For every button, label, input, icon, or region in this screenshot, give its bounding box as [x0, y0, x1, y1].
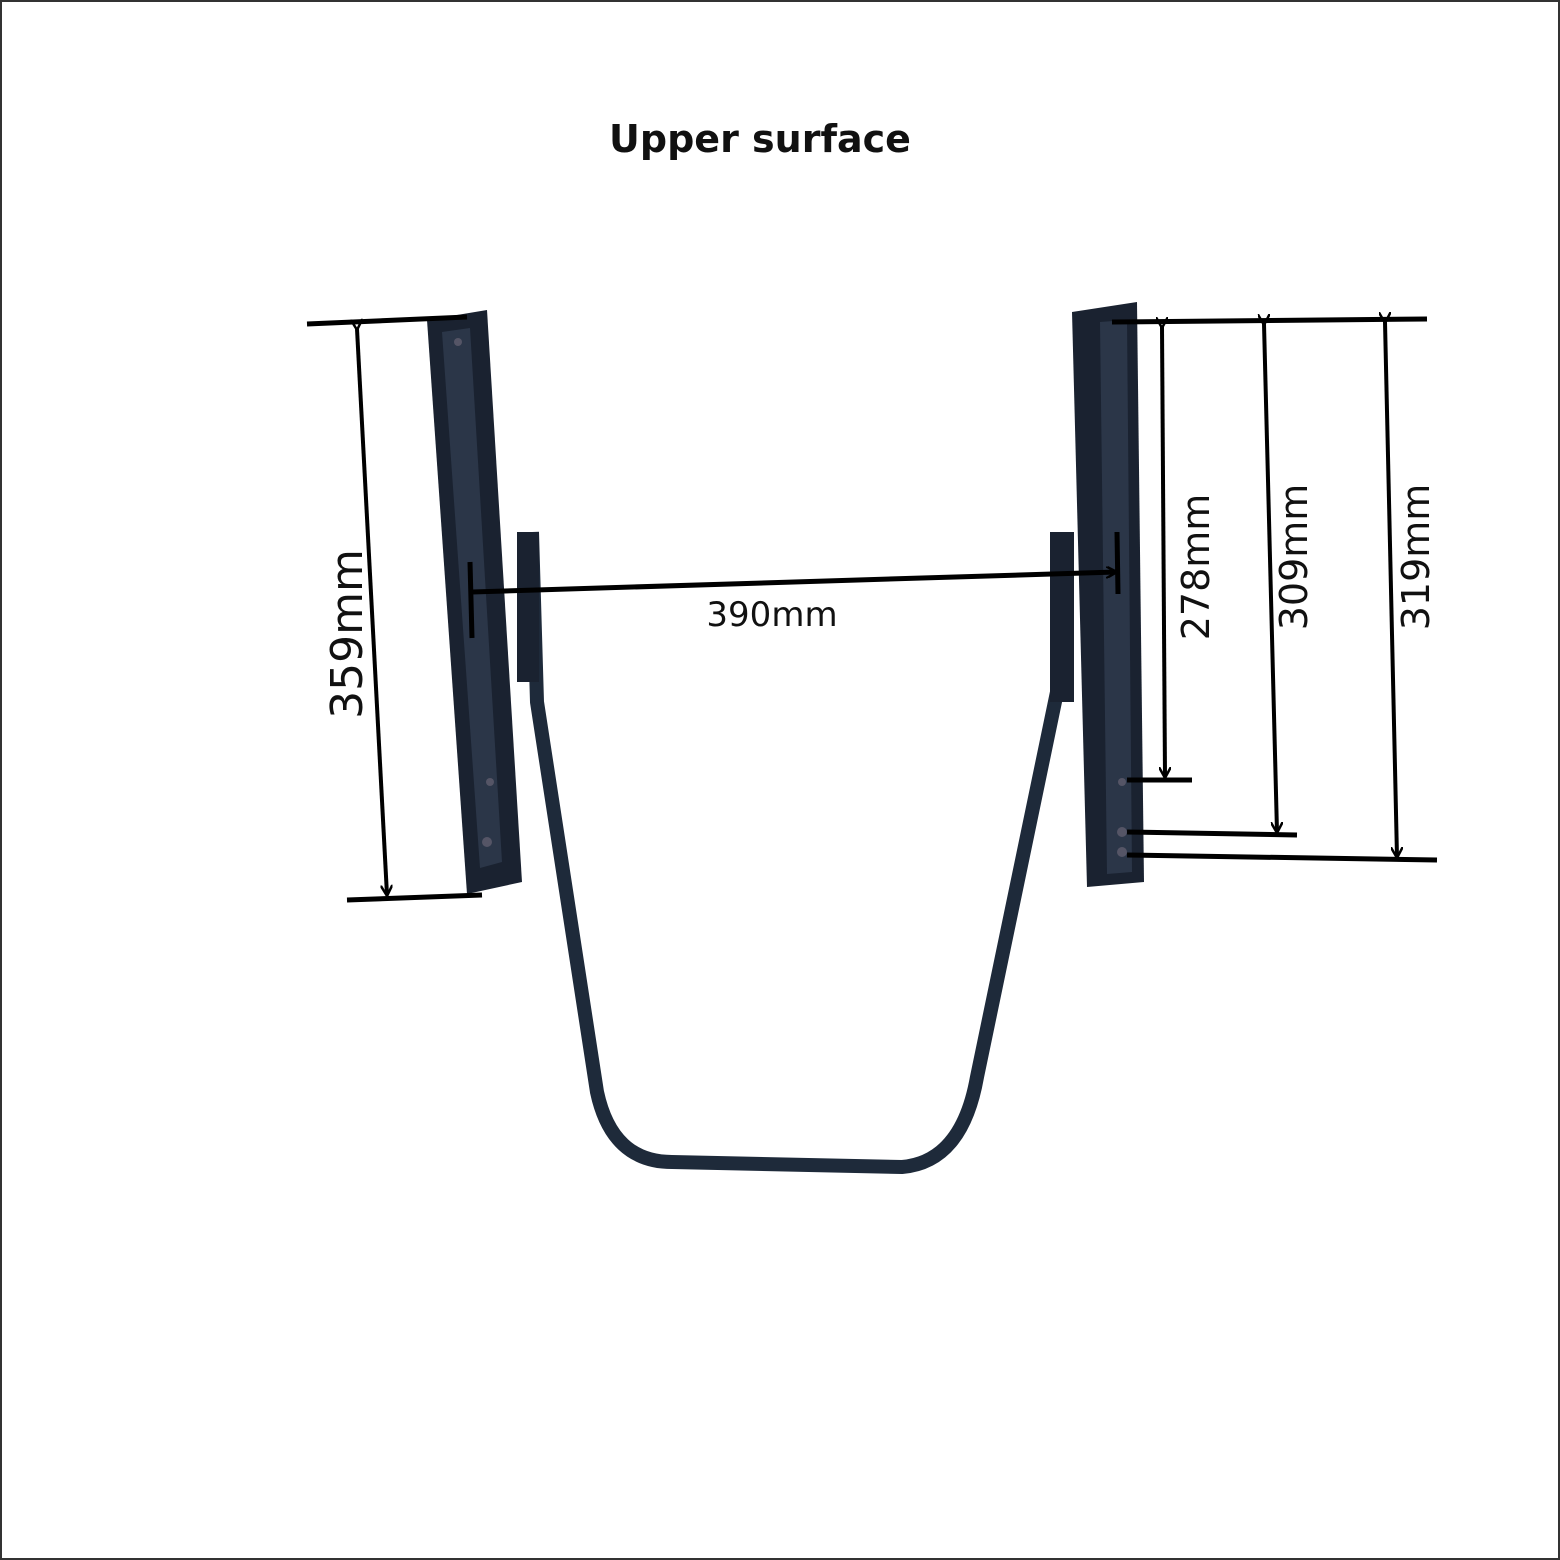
- u-tube: [525, 531, 1064, 1174]
- label-359: 359mm: [322, 549, 373, 719]
- label-309: 309mm: [1272, 484, 1316, 631]
- left-rail: [427, 310, 539, 894]
- dimension-359: [306, 314, 483, 903]
- label-319: 319mm: [1394, 484, 1438, 631]
- dimension-lines-right: [1111, 319, 1438, 863]
- label-390: 390mm: [706, 595, 837, 635]
- diagram-title: Upper surface: [609, 117, 911, 161]
- right-rail: [1050, 302, 1144, 887]
- dimension-390: [467, 531, 1121, 639]
- label-278: 278mm: [1174, 494, 1218, 641]
